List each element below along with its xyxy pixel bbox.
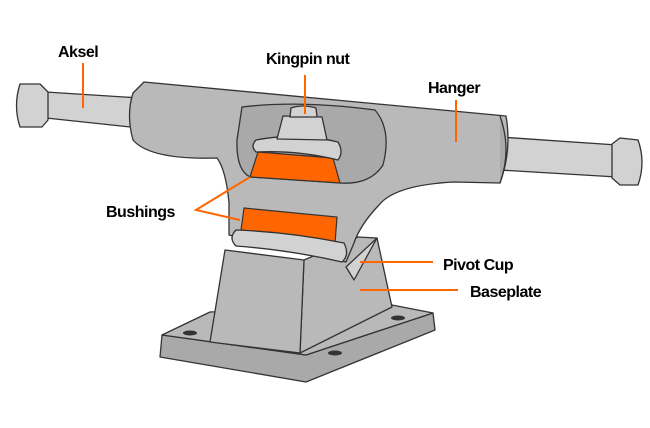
- upper-bushing: [249, 151, 341, 184]
- label-bushings: Bushings: [106, 204, 175, 221]
- label-hanger: Hanger: [428, 80, 480, 97]
- kingpin-nut: [289, 105, 318, 118]
- label-kingpin-nut: Kingpin nut: [266, 51, 351, 68]
- label-axle: Aksel: [58, 44, 98, 61]
- pivot-cup: [345, 237, 378, 281]
- baseplate: [159, 236, 436, 383]
- label-baseplate: Baseplate: [470, 284, 542, 301]
- upper-bushing-stack: [249, 105, 342, 184]
- leader-lines: [82, 63, 458, 291]
- left-axle: [15, 83, 141, 129]
- right-axle: [499, 136, 643, 186]
- lower-bushing-stack: [231, 207, 348, 263]
- label-pivot-cup: Pivot Cup: [443, 257, 514, 274]
